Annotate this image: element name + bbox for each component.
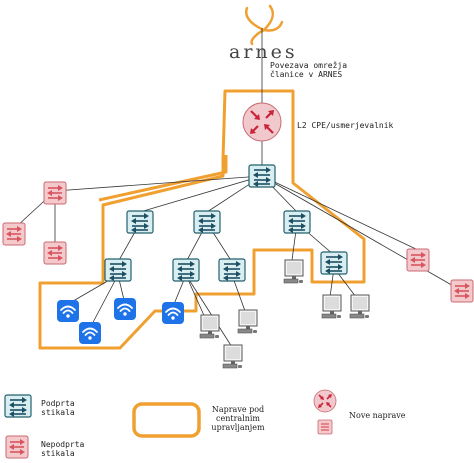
switch-icon bbox=[126, 210, 154, 234]
legend-unsupported-switch-small-icon bbox=[317, 419, 333, 435]
computer-icon bbox=[199, 314, 220, 339]
switch-icon bbox=[172, 258, 200, 282]
unsupported-switch-icon bbox=[2, 222, 26, 246]
switch-icon bbox=[218, 258, 246, 282]
switch-icon bbox=[193, 210, 221, 234]
legend-label-line: centralnim bbox=[215, 414, 261, 424]
legend-switch-icon bbox=[4, 394, 32, 418]
wifi-access-point-icon bbox=[113, 297, 137, 321]
uplink-label-line: članice v ARNES bbox=[270, 70, 343, 80]
switch-icon bbox=[104, 258, 132, 282]
legend-managed-outline bbox=[132, 402, 201, 438]
unsupported-switch-icon bbox=[43, 181, 67, 205]
computer-icon bbox=[283, 259, 304, 284]
router-icon bbox=[242, 102, 282, 142]
legend-label-line: Nepodprta bbox=[41, 440, 85, 449]
legend-label-line: stikala bbox=[41, 449, 75, 459]
router-label: L2 CPE/usmerjevalnik bbox=[297, 121, 394, 130]
unsupported-switch-icon bbox=[450, 279, 474, 303]
legend-managed-label: Naprave pod centralnim upravljanjem bbox=[207, 405, 269, 433]
switch-icon bbox=[320, 251, 348, 275]
legend-unsupported-switch-icon bbox=[5, 435, 29, 459]
legend-label-line: upravljanjem bbox=[211, 423, 265, 433]
legend-label-line: Naprave pod bbox=[211, 405, 265, 414]
computer-icon bbox=[321, 294, 342, 319]
computer-icon bbox=[349, 294, 370, 319]
uplink-label-line: Povezava omrežja bbox=[270, 61, 348, 70]
computer-icon bbox=[237, 309, 258, 334]
legend-label-line: stikala bbox=[41, 408, 75, 418]
switch-icon bbox=[248, 164, 276, 188]
connection-lines bbox=[15, 28, 463, 348]
legend-router-icon bbox=[313, 389, 337, 413]
uplink-label: Povezava omrežja članice v ARNES bbox=[270, 61, 347, 79]
wifi-access-point-icon bbox=[161, 301, 185, 325]
unsupported-switch-icon bbox=[43, 241, 67, 265]
wifi-access-point-icon bbox=[56, 299, 80, 323]
switch-icon bbox=[283, 210, 311, 234]
legend-unsupported-label: Nepodprta stikala bbox=[41, 440, 84, 458]
legend-new-devices-label: Nove naprave bbox=[349, 411, 406, 420]
legend-supported-label: Podprta stikala bbox=[41, 399, 75, 417]
managed-region-outline bbox=[38, 89, 366, 350]
unsupported-switch-icon bbox=[406, 248, 430, 272]
legend-label-line: Podprta bbox=[41, 399, 75, 408]
computer-icon bbox=[222, 344, 243, 369]
arnes-wordmark: arnes bbox=[229, 41, 298, 63]
wifi-access-point-icon bbox=[78, 321, 102, 345]
arnes-logo bbox=[245, 4, 284, 46]
